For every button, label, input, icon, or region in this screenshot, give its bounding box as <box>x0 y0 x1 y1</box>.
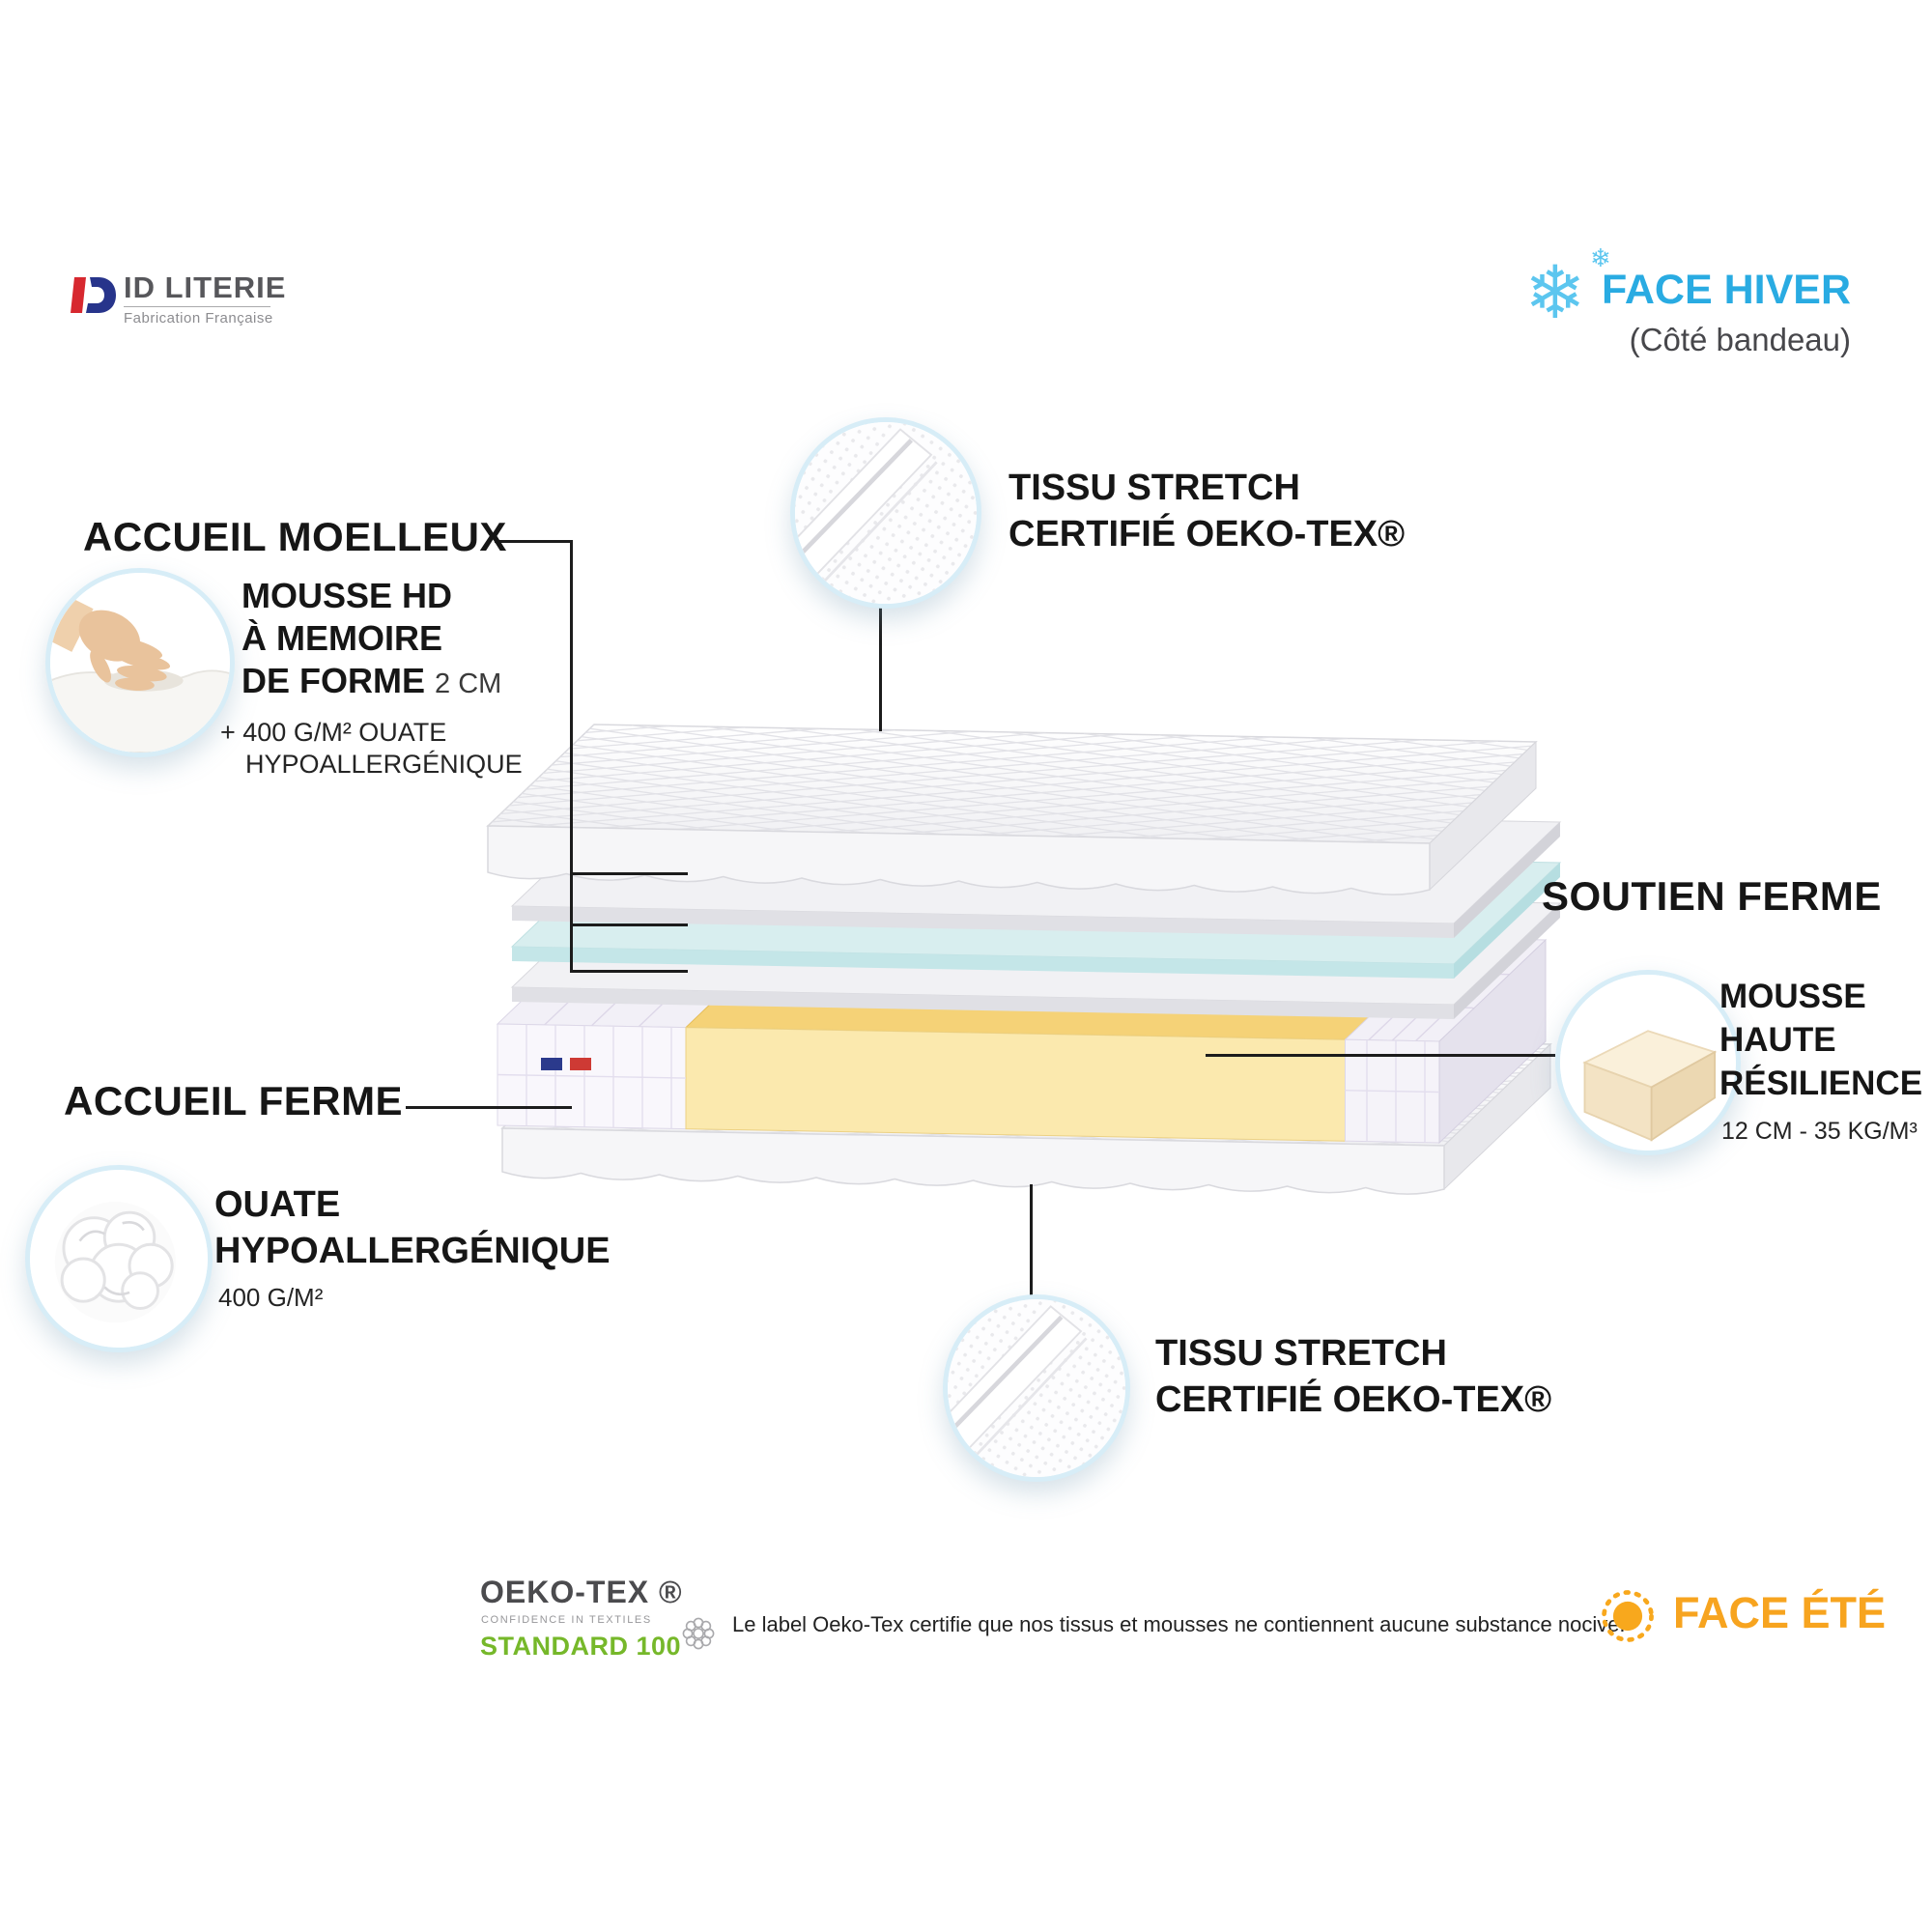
oeko-tex-standard: STANDARD 100 <box>480 1632 682 1661</box>
sun-icon <box>1602 1590 1654 1642</box>
pointer-accueil-moelleux-h <box>495 540 572 543</box>
label-tag-blue <box>541 1058 562 1070</box>
ouate-spec: 400 G/M² <box>218 1283 324 1312</box>
memory-foam-label-3: DE FORME 2 CM <box>242 661 502 700</box>
tissu-bottom-label-1: TISSU STRETCH <box>1155 1333 1447 1374</box>
ouate-label-2: HYPOALLERGÉNIQUE <box>214 1231 611 1271</box>
mattress-diagram <box>486 724 1562 1195</box>
brand-logo-icon <box>71 277 116 313</box>
pointer-tissu-bottom <box>1030 1184 1033 1296</box>
accueil-ferme-title: ACCUEIL FERME <box>64 1078 404 1123</box>
brand-subtitle: Fabrication Française <box>124 310 273 327</box>
fabric-texture-bottom-photo <box>943 1294 1130 1482</box>
band-front-lines <box>497 1024 1440 1143</box>
fabric-texture-top-photo <box>790 417 981 609</box>
pointer-accueil-moelleux-v <box>570 540 573 973</box>
label-tag-red <box>570 1058 591 1070</box>
oeko-tex-confidence: CONFIDENCE IN TEXTILES <box>481 1614 652 1626</box>
pointer-layer-tick-3 <box>570 970 688 973</box>
snowflake-icon: ❄ <box>1524 252 1586 334</box>
mousse-hr-spec: 12 CM - 35 KG/M³ <box>1721 1118 1918 1145</box>
oeko-tex-brand: OEKO-TEX ® <box>480 1575 683 1609</box>
ouate-extra-1: + 400 G/M² OUATE <box>220 718 447 747</box>
oeko-tex-description: Le label Oeko-Tex certifie que nos tissu… <box>732 1612 1626 1636</box>
tissu-top-label-2: CERTIFIÉ OEKO-TEX® <box>1009 514 1406 554</box>
wadding-photo <box>25 1165 213 1352</box>
face-hiver-label: FACE HIVER <box>1601 267 1851 313</box>
brand-name: ID LITERIE <box>124 270 287 304</box>
face-hiver-block: FACE HIVER (Côté bandeau) <box>1602 267 1851 358</box>
hand-foam-photo <box>45 568 235 757</box>
snowflake-small-icon: ❄ <box>1590 243 1611 272</box>
ouate-label-1: OUATE <box>214 1184 341 1225</box>
foam-corner-photo <box>1555 970 1741 1155</box>
oeko-flower-icon <box>682 1617 715 1650</box>
mousse-hr-label-1: MOUSSE <box>1719 978 1866 1015</box>
tissu-bottom-label-2: CERTIFIÉ OEKO-TEX® <box>1155 1379 1552 1420</box>
ouate-extra-2: HYPOALLERGÉNIQUE <box>245 750 523 779</box>
pointer-layer-tick-2 <box>570 923 688 926</box>
mousse-hr-label-3: RÉSILIENCE <box>1719 1065 1923 1102</box>
pointer-tissu-top <box>879 601 882 731</box>
face-ete-label: FACE ÉTÉ <box>1673 1588 1887 1637</box>
accueil-moelleux-title: ACCUEIL MOELLEUX <box>83 514 507 559</box>
memory-foam-label-1: MOUSSE HD <box>242 576 453 615</box>
mousse-hr-label-2: HAUTE <box>1719 1021 1836 1059</box>
tissu-top-label-1: TISSU STRETCH <box>1009 468 1300 508</box>
face-hiver-sublabel: (Côté bandeau) <box>1629 322 1851 357</box>
brand-logo: ID LITERIE Fabrication Française <box>66 272 286 327</box>
logo-divider <box>124 306 270 307</box>
pointer-soutien-ferme <box>1206 1054 1555 1057</box>
pointer-layer-tick-1 <box>570 872 688 875</box>
memory-foam-label-2: À MEMOIRE <box>242 618 443 658</box>
core-foam-front <box>685 1027 1346 1142</box>
pointer-accueil-ferme <box>406 1106 572 1109</box>
core-right-face <box>1438 938 1547 1145</box>
soutien-ferme-title: SOUTIEN FERME <box>1542 873 1882 919</box>
memory-foam-size: 2 CM <box>435 668 502 699</box>
